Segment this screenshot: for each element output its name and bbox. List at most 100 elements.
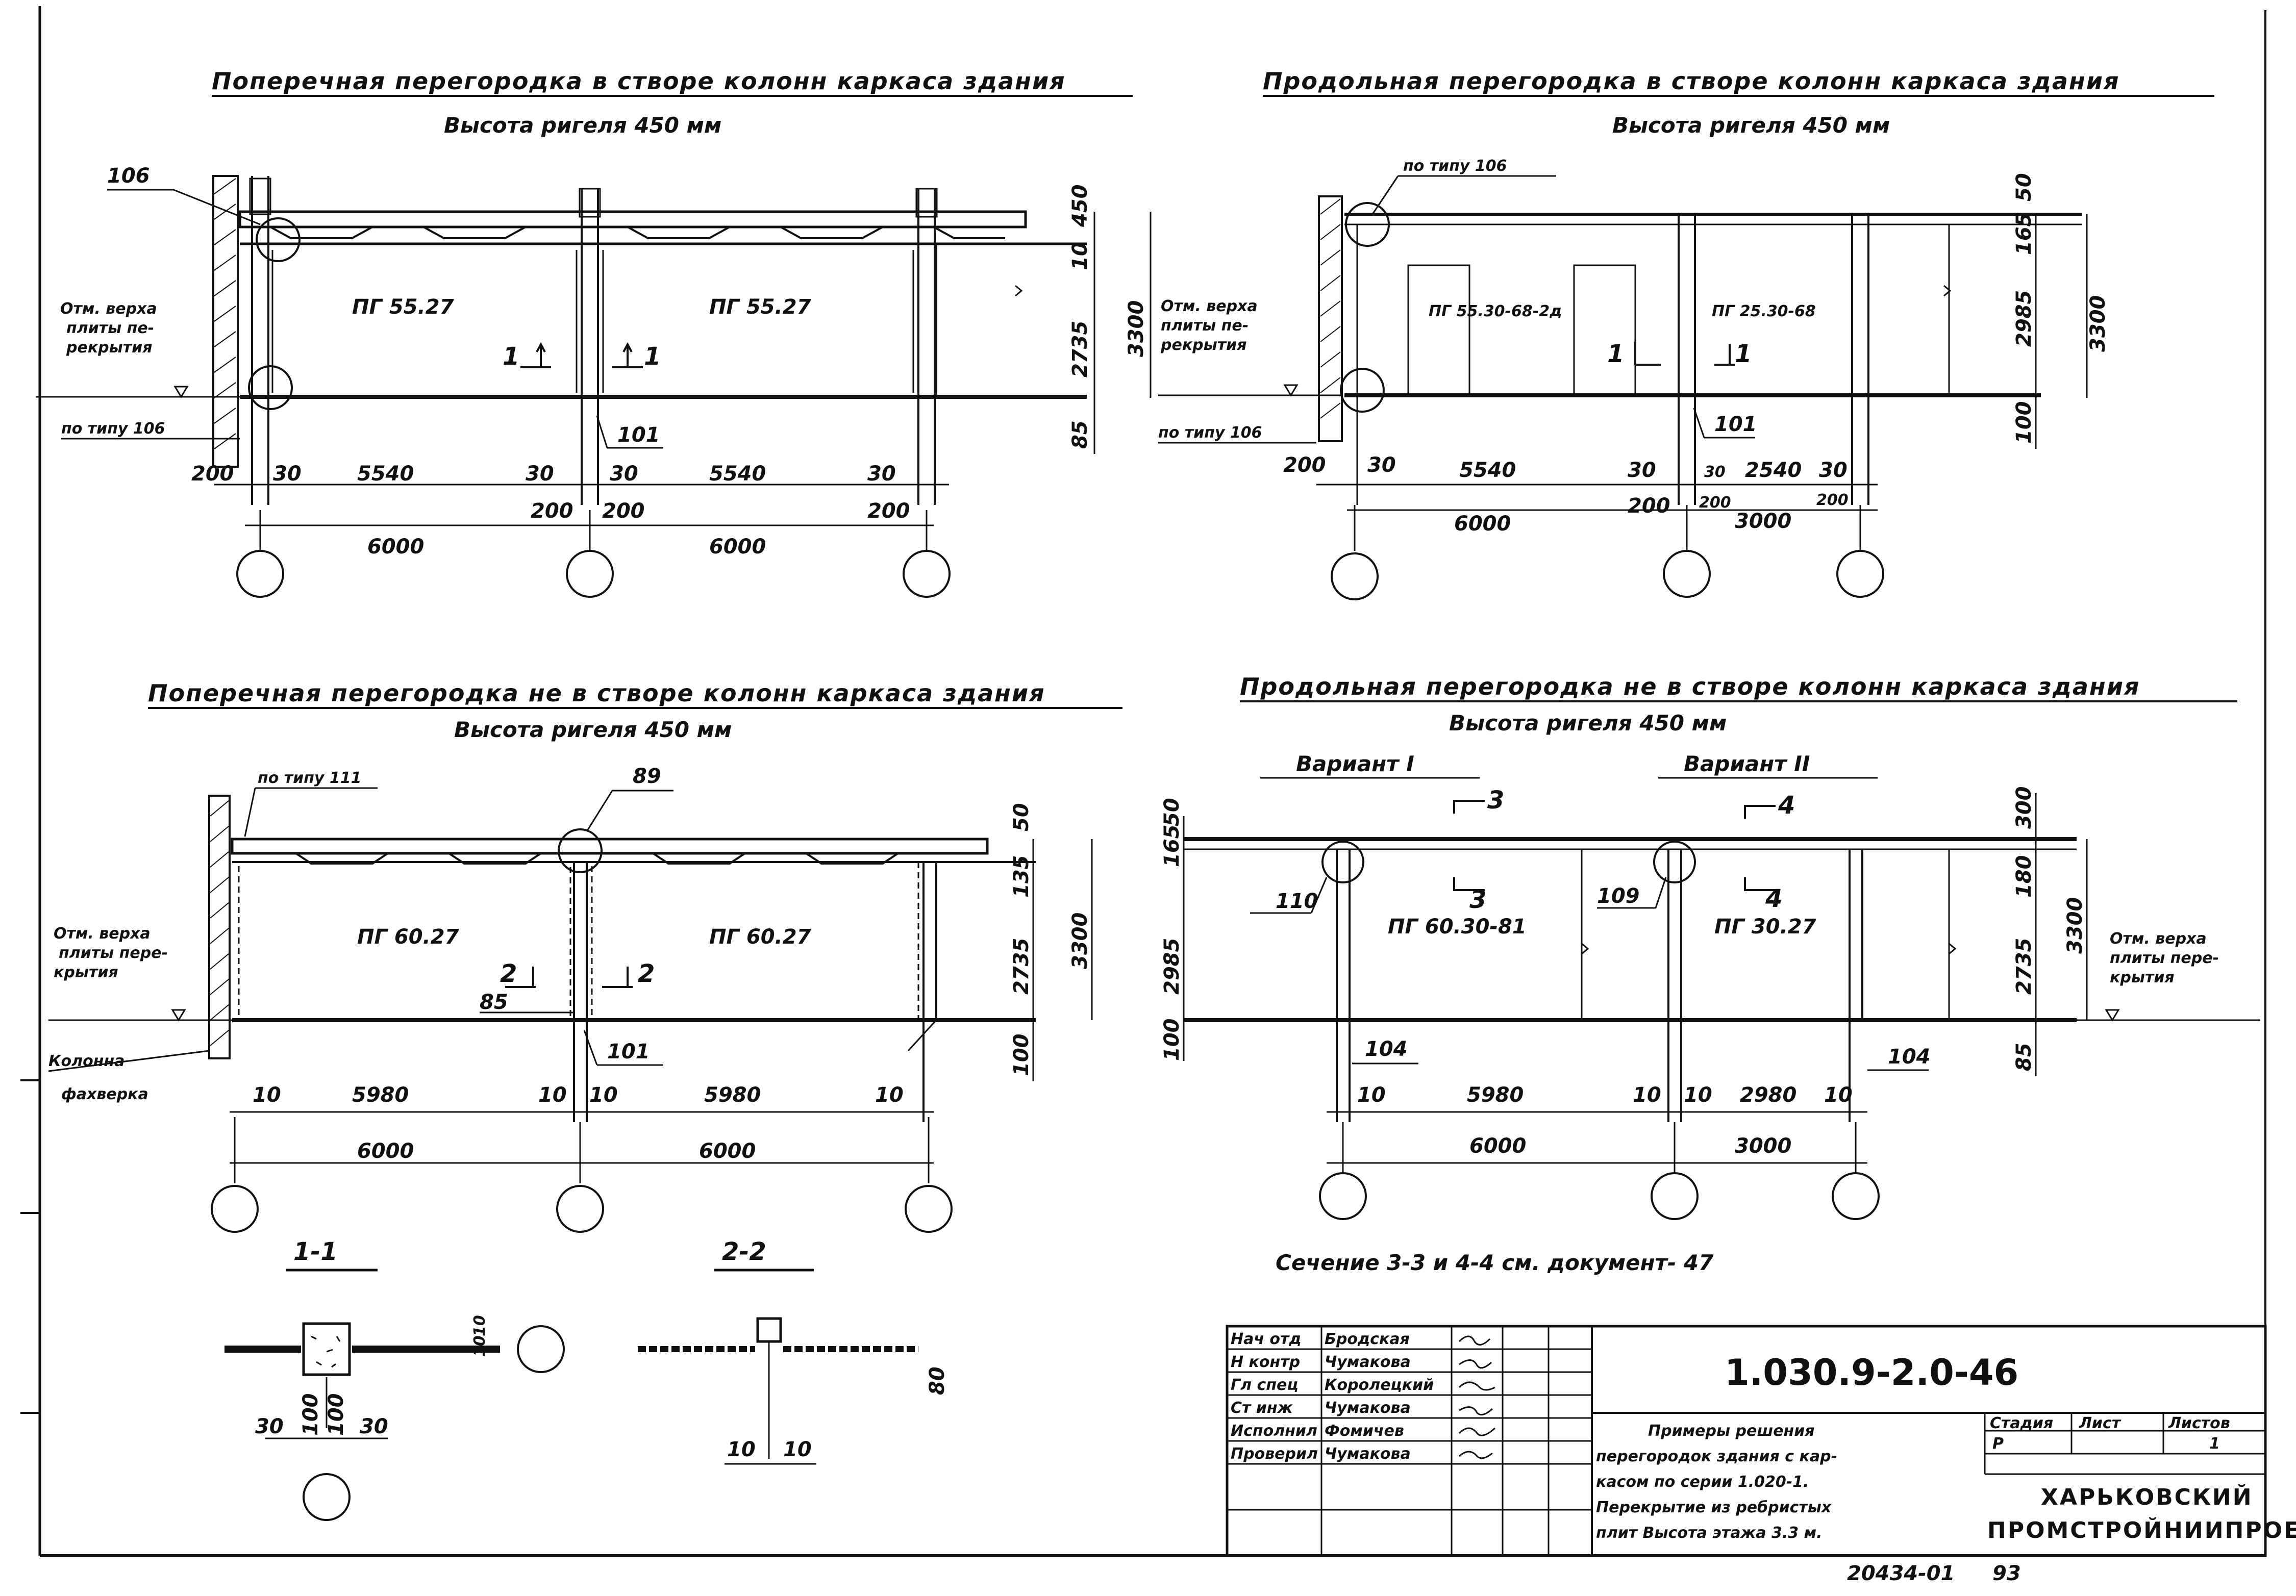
type-label: по типу 106 — [1158, 424, 1262, 442]
view-transverse-off-column-line: Поперечная перегородка не в створе колон… — [48, 679, 1122, 1233]
dimension: 6000 — [1454, 512, 1511, 536]
stamp-role: Ст инж — [1231, 1399, 1293, 1417]
stamp-name: Бродская — [1325, 1330, 1410, 1348]
dimension: 10 — [875, 1083, 904, 1107]
section-reference-note: Сечение 3-3 и 4-4 см. документ- 47 — [1276, 1250, 1714, 1275]
grid-axis-bubble — [1663, 550, 1711, 598]
section-mark: 3 — [1469, 885, 1486, 914]
view-subtitle: Высота ригеля 450 мм — [1449, 711, 1727, 736]
dimension: 450 — [1068, 185, 1092, 228]
grid-axis-bubble — [236, 550, 284, 598]
description-line: Примеры решения — [1648, 1422, 1815, 1440]
elevation-label: плиты пе- — [66, 319, 154, 337]
dimension: 6000 — [357, 1139, 414, 1163]
dimension: 30 — [360, 1415, 388, 1438]
section-mark: 1 — [1607, 340, 1624, 368]
elevation-label: плиты пере- — [59, 944, 168, 962]
archive-number: 20434-01 — [1847, 1562, 1955, 1585]
grid-axis-bubble — [556, 1185, 604, 1233]
dimension: 6000 — [367, 535, 424, 559]
grid-axis-bubble — [1832, 1172, 1880, 1220]
dimension: 10 — [1684, 1083, 1712, 1107]
node-label: 101 — [607, 1040, 650, 1063]
type-label: по типу 106 — [1403, 157, 1507, 175]
leader-label: 109 — [1597, 884, 1640, 908]
elevation-label: крытия — [54, 964, 118, 981]
section-mark: 4 — [1765, 884, 1782, 913]
section-title: 2-2 — [722, 1237, 766, 1266]
organization-name: ХАРЬКОВСКИЙ — [2041, 1483, 2253, 1510]
grid-axis-bubble — [1331, 552, 1379, 600]
stamp-column-header: Стадия — [1990, 1414, 2053, 1432]
column-label: Колонна — [48, 1052, 124, 1070]
stamp-name: Чумакова — [1325, 1353, 1411, 1371]
dimension: 3000 — [1735, 510, 1791, 533]
dimension: 5540 — [1459, 459, 1516, 482]
section-title: 1-1 — [293, 1237, 338, 1266]
dimension: 135 — [1010, 855, 1033, 898]
dimension: 200 — [1628, 494, 1670, 518]
dimension: 10 — [471, 1315, 489, 1336]
view-title: Продольная перегородка в створе колонн к… — [1263, 67, 2119, 95]
dimension: 50 — [2012, 173, 2036, 201]
dimension: 30 — [867, 462, 896, 486]
elevation-label: рекрытия — [1160, 336, 1246, 354]
grid-axis-bubble — [303, 1473, 351, 1521]
dimension: 2540 — [1745, 459, 1802, 482]
panel-label: ПГ 55.27 — [352, 295, 454, 319]
section-mark: 1 — [503, 342, 519, 371]
dimension: 5980 — [352, 1083, 409, 1107]
view-subtitle: Высота ригеля 450 мм — [1612, 113, 1890, 138]
dimension: 85 — [1068, 420, 1092, 449]
page-number: 93 — [1992, 1562, 2021, 1585]
stamp-column-header: Лист — [2079, 1414, 2122, 1432]
section-mark: 1 — [1735, 340, 1752, 368]
stamp-name: Чумакова — [1325, 1399, 1411, 1417]
dimension: 100 — [1010, 1034, 1033, 1077]
dimension: 3300 — [1125, 300, 1148, 357]
elevation-label: Отм. верха — [54, 925, 151, 943]
dimension: 100 — [1160, 1019, 1184, 1061]
stamp-column-header: Листов — [2168, 1414, 2230, 1432]
dimension: 3300 — [2086, 295, 2110, 352]
dimension: 200 — [531, 499, 573, 523]
dimension: 10 — [538, 1083, 567, 1107]
stamp-role: Гл спец — [1231, 1376, 1299, 1394]
dimension: 30 — [1704, 463, 1726, 481]
dimension: 50 — [1160, 798, 1184, 826]
dimension: 80 — [926, 1366, 949, 1395]
view-title: Продольная перегородка не в створе колон… — [1240, 673, 2140, 700]
description-line: плит Высота этажа 3.3 м. — [1596, 1524, 1822, 1542]
column-label: фахверка — [61, 1085, 148, 1103]
view-subtitle: Высота ригеля 450 мм — [454, 717, 732, 742]
dimension: 100 — [325, 1394, 348, 1436]
grid-axis-bubble — [1651, 1172, 1699, 1220]
dimension: 10 — [1824, 1083, 1853, 1107]
panel-label: ПГ 60.27 — [357, 925, 459, 949]
node-label: 104 — [1888, 1045, 1931, 1069]
panel-label: ПГ 30.27 — [1714, 915, 1816, 939]
dimension: 2735 — [1068, 321, 1092, 377]
stamp-name: Королецкий — [1325, 1376, 1434, 1394]
dimension: 30 — [1819, 459, 1848, 482]
dimension: 50 — [1010, 803, 1033, 831]
dimension: 5540 — [709, 462, 766, 486]
dimension: 30 — [526, 462, 554, 486]
stamp-role: Н контр — [1231, 1353, 1300, 1371]
dimension: 200 — [1283, 453, 1326, 477]
view-title: Поперечная перегородка не в створе колон… — [148, 679, 1045, 707]
elevation-label: Отм. верха — [2110, 930, 2207, 948]
leader-label: 110 — [1276, 890, 1318, 913]
dimension: 100 — [299, 1394, 322, 1436]
section-1-1: 1-1 30 100 100 30 10 10 — [224, 1237, 565, 1521]
dimension: 2980 — [1740, 1083, 1796, 1107]
section-mark: 2 — [638, 959, 655, 988]
dimension: 5980 — [704, 1083, 761, 1107]
leader-label: 89 — [633, 765, 661, 788]
dimension: 2735 — [2012, 938, 2036, 995]
dimension: 10 — [471, 1335, 489, 1357]
stamp-role: Проверил — [1231, 1445, 1318, 1463]
view-title: Поперечная перегородка в створе колонн к… — [212, 67, 1066, 95]
panel-label: ПГ 60.27 — [709, 925, 811, 949]
